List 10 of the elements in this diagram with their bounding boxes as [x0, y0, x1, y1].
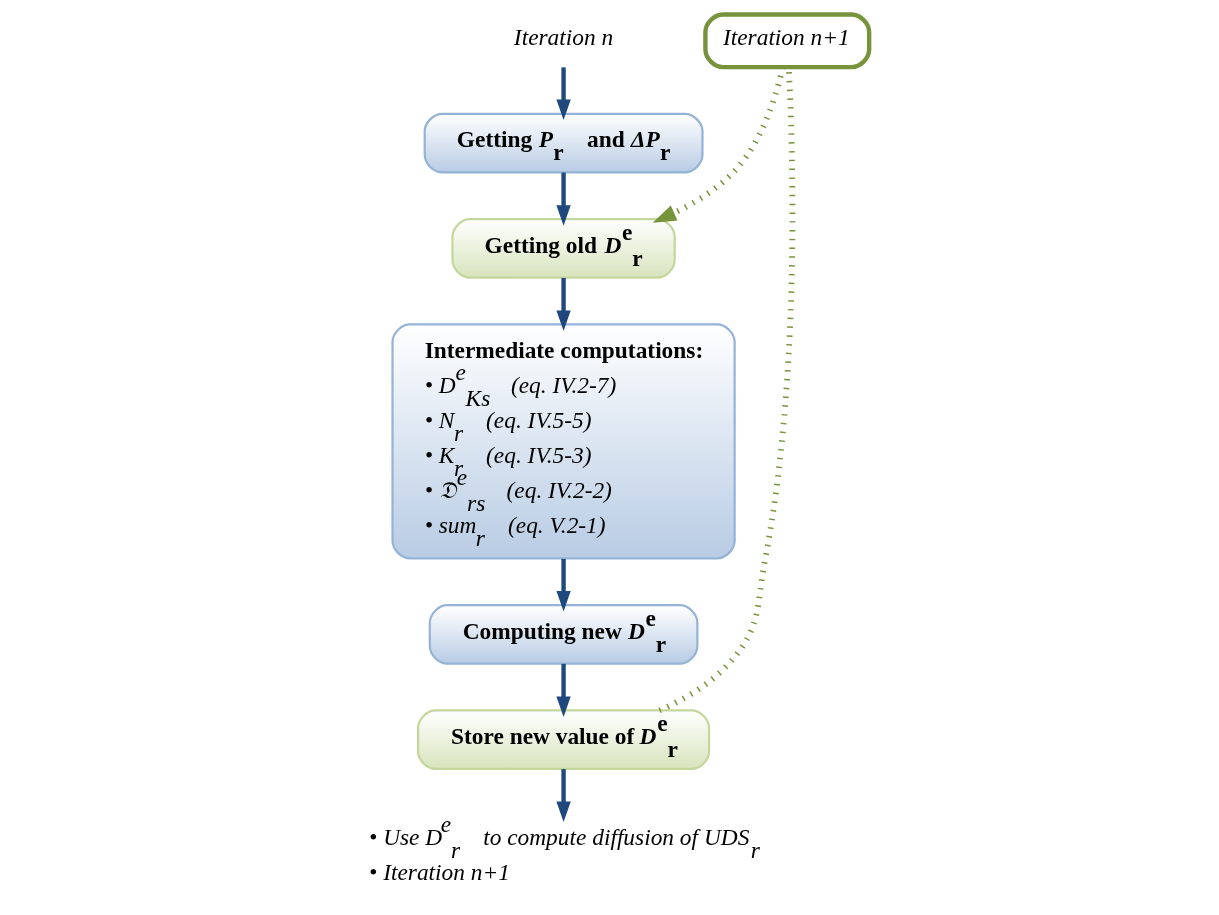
arrow — [555, 769, 571, 823]
connector — [657, 67, 795, 714]
arrow — [555, 172, 571, 226]
node-text: Iteration n — [513, 23, 613, 50]
arrow — [555, 277, 571, 331]
arrow — [555, 558, 571, 612]
arrow — [555, 67, 571, 121]
node-box: Iteration n+1 — [702, 12, 871, 70]
arrow — [652, 66, 786, 223]
arrow — [555, 663, 571, 717]
